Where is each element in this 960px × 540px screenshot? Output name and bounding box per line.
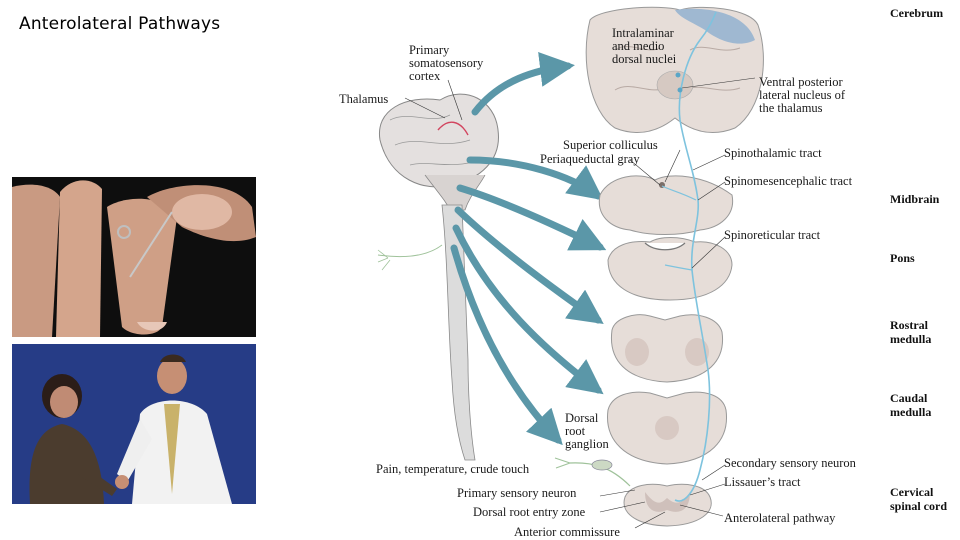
level-cerebrum: Cerebrum: [890, 6, 944, 20]
clinical-exam-illustration: [12, 344, 256, 504]
level-arrows: [450, 52, 607, 446]
midbrain-section: [598, 175, 734, 235]
slide-title: Anterolateral Pathways: [19, 14, 221, 34]
clinical-exam-photo: [12, 344, 256, 504]
label-dorsal-root-ganglion: Dorsal root ganglion: [565, 411, 609, 451]
label-spinoreticular-tract: Spinoreticular tract: [724, 228, 821, 242]
label-secondary-sensory-neuron: Secondary sensory neuron: [724, 456, 856, 470]
level-cervical-spinal-cord: Cervical spinal cord: [890, 485, 948, 513]
level-midbrain: Midbrain: [890, 192, 940, 206]
spinal-cord-side-view: [441, 204, 476, 461]
level-caudal-medulla: Caudal medulla: [890, 391, 932, 419]
brain-lateral-view: [379, 93, 499, 211]
label-lissauers-tract: Lissauer’s tract: [724, 475, 801, 489]
label-spinothalamic-tract: Spinothalamic tract: [724, 146, 822, 160]
label-periaqueductal-gray: Periaqueductal gray: [540, 152, 640, 166]
label-superior-colliculus: Superior colliculus: [563, 138, 658, 152]
spinothalamic-tract-line: [674, 11, 717, 502]
level-rostral-medulla: Rostral medulla: [890, 318, 932, 346]
pons-section: [607, 237, 733, 301]
label-ventral-posterior-lateral-nucleus: Ventral posterior lateral nucleus of the…: [759, 75, 846, 115]
label-thalamus: Thalamus: [339, 92, 389, 106]
label-spinomesencephalic-tract: Spinomesencephalic tract: [724, 174, 853, 188]
spinomesencephalic-branch: [661, 185, 697, 201]
label-dorsal-root-entry-zone: Dorsal root entry zone: [473, 505, 586, 519]
label-anterolateral-pathway: Anterolateral pathway: [724, 511, 836, 525]
spinoreticular-branch: [664, 264, 693, 271]
label-pain-temperature-crude-touch: Pain, temperature, crude touch: [376, 462, 530, 476]
diagram-artwork: [377, 6, 764, 529]
level-pons: Pons: [890, 251, 915, 265]
leader-lines: [404, 77, 756, 529]
label-intralaminar-nuclei: Intralaminar and medio dorsal nuclei: [612, 26, 677, 66]
peripheral-nerve-upper: [377, 244, 443, 258]
label-primary-sensory-neuron: Primary sensory neuron: [457, 486, 577, 500]
label-primary-somatosensory-cortex: Primary somatosensory cortex: [409, 43, 484, 83]
anterolateral-diagram: Primary somatosensory cortex Thalamus In…: [330, 0, 960, 540]
dorsal-root-ganglion: [591, 459, 613, 471]
label-anterior-commissure: Anterior commissure: [514, 525, 620, 539]
pin-prick-photo: [12, 177, 256, 337]
pin-prick-illustration: [12, 177, 256, 337]
